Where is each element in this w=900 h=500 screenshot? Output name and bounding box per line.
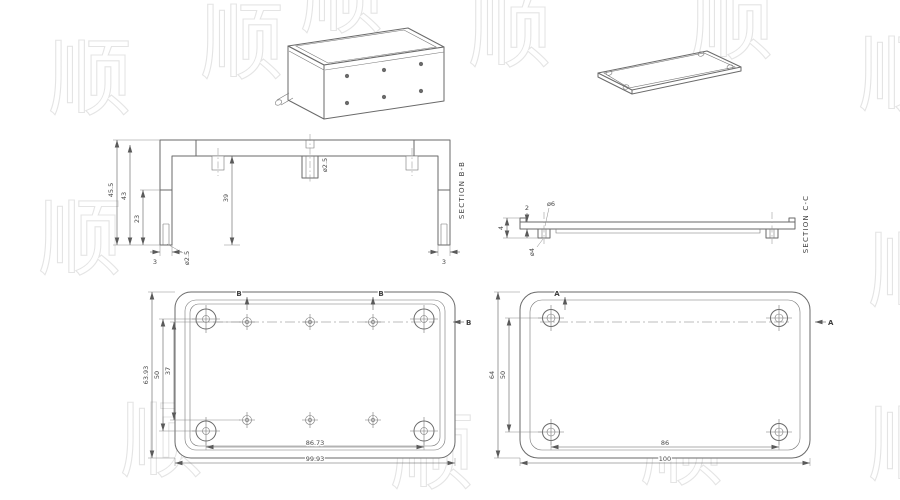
section-bb-title: SECTION B-B — [458, 161, 466, 219]
wall-section-right-top — [413, 139, 451, 191]
cut-label-b: B — [236, 290, 241, 298]
dim-thickness: 2 — [525, 204, 529, 212]
lid-corner-hole — [605, 70, 613, 76]
isometric-box-view — [274, 27, 445, 120]
watermark-glyph: 顺 — [38, 190, 122, 288]
lid-outer-face — [597, 50, 742, 91]
dim-cavity-depth: 39 — [222, 194, 230, 202]
base-plate-outline — [195, 139, 415, 157]
dim-width-outer: 64 — [488, 371, 496, 379]
section-cc-title: SECTION C-C — [802, 195, 810, 254]
cut-label-b: B — [466, 319, 471, 327]
wall-section-left — [159, 189, 173, 246]
lid-plan-view: A A 64 50 86 100 — [487, 289, 835, 466]
lid-corner-hole — [622, 84, 630, 90]
lid-thickness-edge — [597, 66, 742, 95]
dim-hole-spacing-v: 50 — [499, 371, 507, 379]
pcb-standoff — [239, 314, 255, 330]
lid-corner-hole — [697, 51, 705, 57]
lid-boss-centerlines — [543, 212, 773, 244]
dim-total-height: 4 — [497, 226, 505, 230]
dim-hole-dia: ø4 — [528, 248, 536, 256]
cut-label-a: A — [828, 319, 834, 327]
lid-plate-section — [519, 221, 796, 230]
lid-inner-rib — [555, 229, 761, 234]
dim-standoff-spacing-v: 37 — [164, 367, 172, 375]
isometric-lid-view — [597, 50, 742, 95]
lid-groove — [295, 29, 437, 64]
screw-hole — [381, 94, 387, 100]
lid-inner-line — [529, 299, 801, 451]
watermark-glyph: 顺 — [200, 0, 284, 92]
dim-length-outer: 99.93 — [306, 455, 325, 463]
dim-hole-spacing-h: 86 — [661, 439, 669, 447]
lid-corner-hole — [538, 419, 564, 445]
dim-wall-right: 3 — [442, 258, 446, 266]
screw-hole — [344, 73, 350, 79]
dim-length-outer: 100 — [659, 455, 671, 463]
dim-hole-spacing-h: 86.73 — [306, 439, 325, 447]
lid-edge-lips — [519, 217, 796, 223]
lid-outer-outline — [519, 291, 811, 459]
base-inner-wall — [184, 299, 446, 451]
pcb-standoff — [239, 412, 255, 428]
lid-corner-hole — [726, 64, 734, 70]
lid-parting-line-front — [324, 51, 445, 71]
watermark-glyph: 顺 — [868, 396, 900, 494]
lid-boss-holes — [541, 229, 775, 238]
dim-height-inner: 43 — [120, 192, 128, 200]
screw-hole — [418, 88, 424, 94]
dim-boss-dia: ø2.5 — [321, 158, 329, 172]
section-cc-view: 4 2 ø6 ø4 SECTION C-C — [496, 195, 810, 258]
wall-section-left-top — [159, 139, 197, 191]
corner-boss — [410, 305, 438, 333]
screw-hole — [381, 67, 387, 73]
lid-inner-line — [603, 52, 736, 89]
corner-stub — [274, 92, 294, 106]
screw-hole — [344, 100, 350, 106]
corner-boss — [192, 305, 220, 333]
watermark-glyph: 顺 — [48, 30, 132, 128]
wall-hole-right — [440, 223, 448, 245]
section-bb-view: 45.5 43 23 39 ø2.5 ø2.5 3 3 SECTION B-B — [106, 134, 466, 267]
dim-height-outer: 45.5 — [107, 183, 115, 197]
base-plan-view: B B B 63.93 50 37 86.73 99.93 — [141, 289, 473, 466]
wall-hole-left — [162, 223, 170, 245]
lid-parting-line-left — [288, 50, 325, 71]
post-centerline — [217, 148, 413, 176]
cut-label-a: A — [554, 290, 560, 298]
center-boss-hole — [305, 156, 315, 178]
lid-corner-hole — [766, 419, 792, 445]
box-left-face — [287, 45, 325, 120]
wall-section-right — [437, 189, 451, 246]
watermark-glyph: 顺 — [868, 222, 900, 320]
screw-hole — [418, 61, 424, 67]
base-outer-outline — [174, 291, 456, 459]
cut-label-b: B — [378, 290, 383, 298]
dim-width-outer: 63.93 — [142, 366, 150, 385]
pcb-standoff — [302, 412, 318, 428]
dim-wall-hole-dia: ø2.5 — [183, 251, 191, 265]
watermark-glyph: 顺 — [858, 26, 900, 124]
pcb-standoff — [365, 412, 381, 428]
watermark-glyph: 顺 — [468, 0, 552, 80]
dim-lip-height: 23 — [133, 215, 141, 223]
dim-wall-left: 3 — [153, 258, 157, 266]
dim-hole-spacing-v: 50 — [153, 371, 161, 379]
dim-boss-dia: ø6 — [547, 200, 555, 208]
